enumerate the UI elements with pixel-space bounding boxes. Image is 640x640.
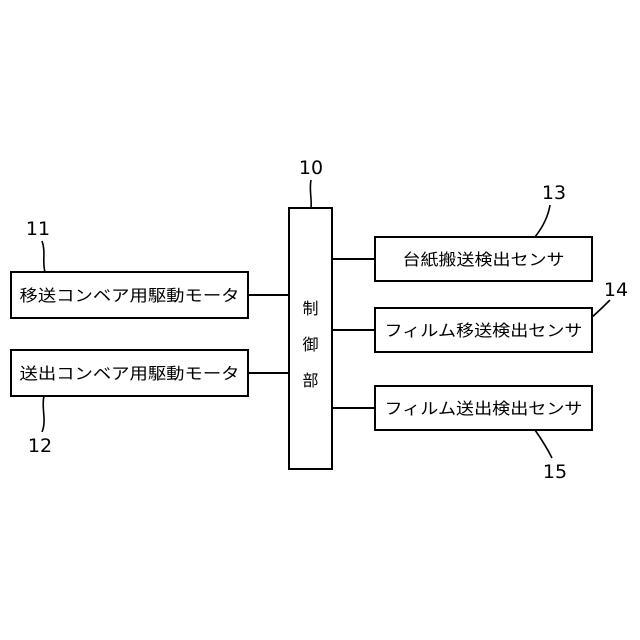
control-unit-leader: [310, 180, 311, 208]
backing-paper-sensor-leader: [535, 205, 550, 237]
control-unit-char-1: 制: [302, 299, 318, 318]
film-delivery-sensor-number: 15: [543, 461, 567, 483]
control-unit-char-2: 御: [302, 335, 318, 354]
delivery-conveyor-motor-label: 送出コンベア用駆動モータ: [20, 364, 240, 383]
delivery-conveyor-motor-number: 12: [28, 435, 52, 457]
film-transfer-sensor-label: フィルム移送検出センサ: [385, 321, 583, 340]
transfer-conveyor-motor-number: 11: [26, 218, 50, 240]
control-unit-char-3: 部: [302, 371, 318, 390]
film-transfer-sensor-number: 14: [604, 279, 628, 301]
delivery-conveyor-motor-leader: [42, 396, 44, 432]
backing-paper-sensor-number: 13: [542, 182, 566, 204]
transfer-conveyor-motor-label: 移送コンベア用駆動モータ: [20, 286, 240, 305]
film-delivery-sensor-label: フィルム送出検出センサ: [385, 399, 583, 418]
film-delivery-sensor-leader: [535, 430, 552, 458]
film-transfer-sensor-leader: [592, 300, 610, 317]
backing-paper-sensor-label: 台紙搬送検出センサ: [403, 250, 565, 269]
transfer-conveyor-motor-leader: [42, 241, 45, 272]
control-unit-number: 10: [299, 157, 323, 179]
